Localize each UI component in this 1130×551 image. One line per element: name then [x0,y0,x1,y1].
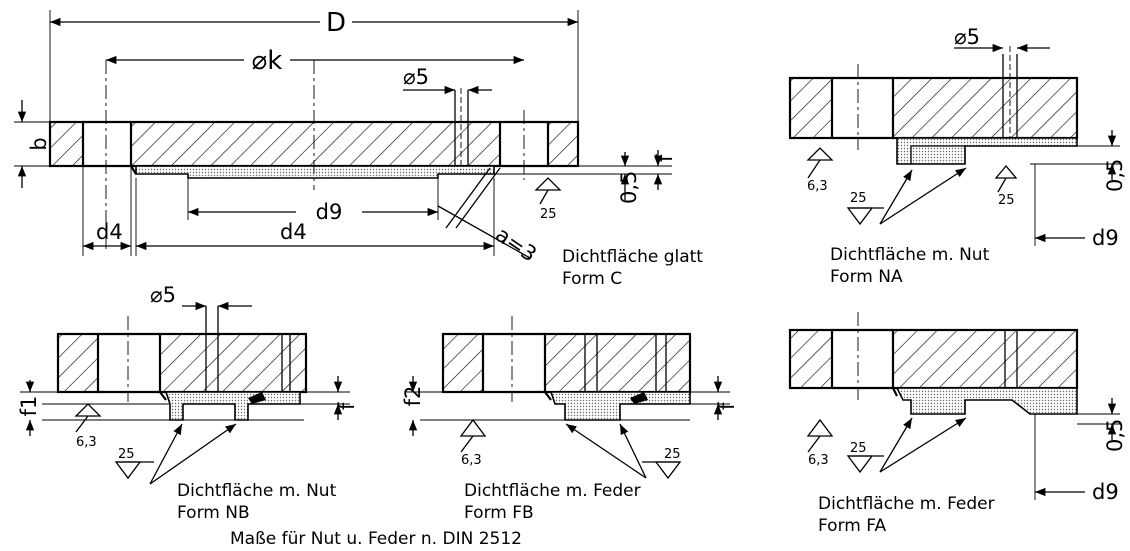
dim-05-label: 0,5 [617,171,641,204]
raised-face [135,165,495,179]
fa-05-label: 0,5 [1103,419,1127,452]
view-form-nb: ⌀5 f1 f 6,3 25 Dichtfläche m. Nut Form N… [17,283,359,523]
fb-tongue-face [549,391,691,421]
fb-body [543,332,692,394]
dim-d-label: D [326,8,346,38]
fa-rim [788,328,834,390]
dim-d4-label: d4 [280,220,307,244]
view-fa-title: Dichtfläche m. Feder [818,494,995,514]
fa-roughness-25: 25 [850,441,867,456]
nb-f-label: f [335,402,359,410]
fa-d9-label: d9 [1092,480,1119,504]
dim-a3-label: a=3 [491,222,541,266]
fb-roughness-63: 6,3 [461,453,482,468]
fa-roughness-63: 6,3 [808,453,829,468]
nb-rim [56,332,100,394]
dim-d4-small-label: d4 [96,220,123,244]
view-fb-form: Form FB [464,503,534,523]
nb-f1-label: f1 [17,396,41,417]
na-roughness-25b: 25 [850,191,867,206]
roughness-25: 25 [540,207,557,222]
nb-hole-label: ⌀5 [150,283,176,307]
view-form-na: ⌀5 0,5 d9 6,3 25 25 Dichtfläche m. Nut F… [788,25,1127,287]
drawing-caption: Maße für Nut u. Feder n. DIN 2512 [230,529,522,549]
na-roughness-25: 25 [998,193,1015,208]
nb-roughness-63: 6,3 [76,435,97,450]
view-c-form: Form C [562,269,622,289]
view-fb-title: Dichtfläche m. Feder [464,481,641,501]
view-c-title: Dichtfläche glatt [562,247,703,267]
nb-roughness-25: 25 [118,447,135,462]
nb-body [158,332,308,394]
dim-f-label: f [653,154,677,162]
dim-hole-label: ⌀5 [403,65,429,89]
view-form-fa: 0,5 d9 6,3 25 Dichtfläche m. Feder Form … [788,312,1127,536]
fb-f-label: f [715,402,739,410]
fa-tongue-face [895,387,1078,415]
na-groove [896,137,1078,165]
na-roughness-63: 6,3 [807,179,828,194]
dim-d9-label: d9 [316,200,343,224]
fa-body [891,328,1079,390]
fb-roughness-25: 25 [664,447,681,462]
na-body [891,76,1079,140]
view-nb-form: Form NB [177,503,250,523]
nb-groove-face [164,391,301,421]
fb-rim [441,332,485,394]
flange-rim-right [546,120,580,168]
view-na-title: Dichtfläche m. Nut [830,245,990,265]
flange-body [129,120,502,168]
na-hole-label: ⌀5 [954,25,980,49]
na-d9-label: d9 [1092,226,1119,250]
fb-f2-label: f2 [401,386,425,407]
view-nb-title: Dichtfläche m. Nut [177,481,337,501]
view-form-fb: f2 f 6,3 25 Dichtfläche m. Feder Form FB [401,316,739,523]
dim-b-label: b [27,137,51,150]
view-fa-form: Form FA [818,516,886,536]
na-rim [788,76,834,140]
view-na-form: Form NA [830,267,903,287]
dim-k-label: ⌀k [252,46,283,76]
na-05-label: 0,5 [1103,159,1127,192]
flange-rim-left [48,120,85,168]
view-form-c: D ⌀k ⌀5 b d4 d4 d9 a=3 [14,8,703,289]
